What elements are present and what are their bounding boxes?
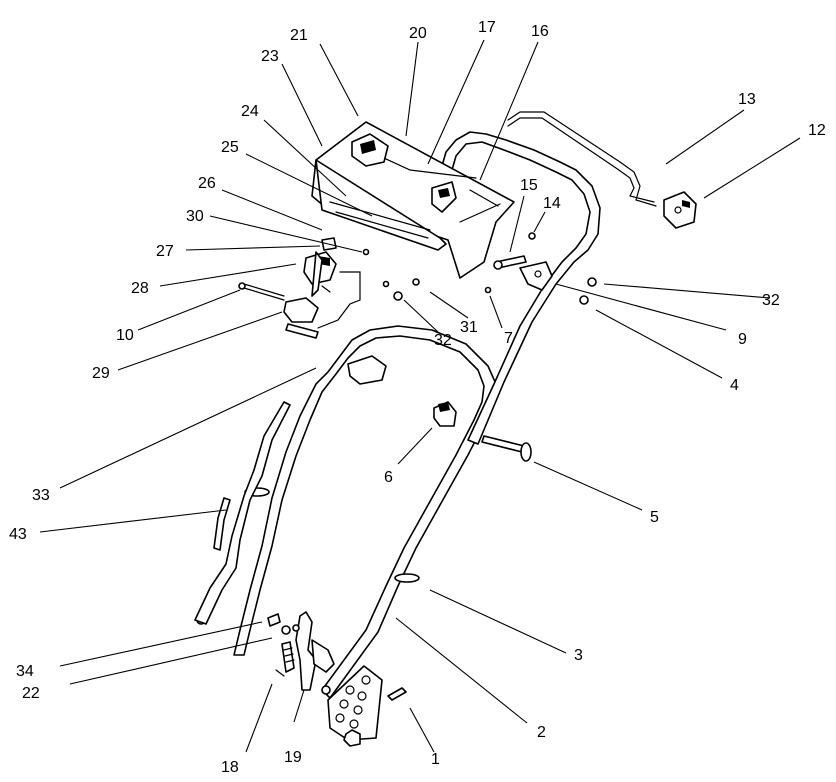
callout-34: 34 (16, 663, 34, 680)
callout-7: 7 (504, 330, 513, 347)
callout-32-right: 32 (762, 292, 780, 309)
callout-22: 22 (22, 685, 40, 702)
callout-18: 18 (221, 759, 239, 776)
callout-23: 23 (261, 48, 279, 65)
callout-30: 30 (186, 208, 204, 225)
lower-arm (194, 401, 291, 625)
callout-3: 3 (574, 647, 583, 664)
callout-20: 20 (409, 25, 427, 42)
callout-26: 26 (198, 175, 216, 192)
callout-43: 43 (9, 526, 27, 543)
callout-6: 6 (384, 469, 393, 486)
handle-bracket (327, 665, 407, 747)
callout-25: 25 (221, 139, 239, 156)
callout-16: 16 (531, 23, 549, 40)
callout-17: 17 (478, 19, 496, 36)
switch-parts (238, 237, 361, 339)
callout-12: 12 (808, 122, 826, 139)
callout-9: 9 (738, 331, 747, 348)
control-bracket (663, 191, 697, 229)
callout-29: 29 (92, 365, 110, 382)
callout-33: 33 (32, 487, 50, 504)
control-panel-housing (311, 121, 515, 279)
callout-labels: 1 2 3 4 5 6 7 9 10 12 13 14 15 16 17 18 … (9, 19, 826, 776)
callout-4: 4 (730, 377, 739, 394)
callout-32-center: 32 (434, 332, 452, 349)
callout-14: 14 (543, 195, 561, 212)
callout-13: 13 (738, 91, 756, 108)
leader-lines (39, 39, 801, 753)
callout-27: 27 (156, 243, 174, 260)
hardware-upper (362, 232, 597, 305)
callout-1: 1 (431, 751, 440, 768)
control-bar (507, 111, 657, 207)
callout-5: 5 (650, 509, 659, 526)
spring-assembly (267, 611, 335, 691)
knobs (347, 355, 457, 427)
callout-15: 15 (520, 177, 538, 194)
callout-2: 2 (537, 724, 546, 741)
carriage-bolt (481, 435, 532, 462)
callout-10: 10 (116, 327, 134, 344)
callout-24: 24 (241, 103, 259, 120)
callout-19: 19 (284, 749, 302, 766)
callout-21: 21 (290, 27, 308, 44)
callout-28: 28 (131, 280, 149, 297)
callout-31: 31 (460, 319, 478, 336)
